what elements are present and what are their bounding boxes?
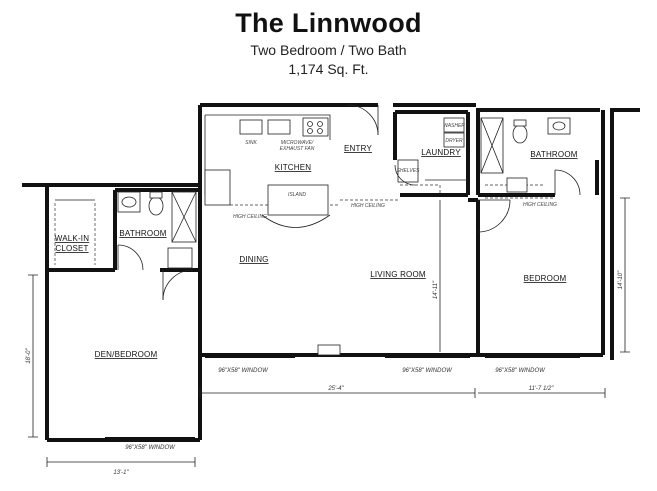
kitchen-fixtures	[204, 117, 331, 228]
label-island: ISLAND	[288, 192, 306, 198]
interior-walls	[47, 110, 599, 355]
label-high-ceiling-bath: HIGH CEILING	[523, 202, 557, 208]
toilet-fixture	[512, 124, 528, 144]
washer-fixture	[443, 117, 465, 133]
label-window-bedroom: 96"X58" WINDOW	[495, 368, 546, 374]
label-window-living: 96"X58" WINDOW	[402, 368, 453, 374]
dim-den-width: 13'-1"	[113, 470, 129, 476]
label-shelves: SHELVES	[397, 168, 420, 174]
plan-title: The Linnwood	[235, 8, 422, 38]
label-sink: SINK	[245, 140, 257, 146]
room-label-bedroom: BEDROOM	[524, 274, 567, 283]
label-microwave-2: EXHAUST FAN	[280, 146, 315, 152]
den-door-swing	[162, 269, 194, 301]
dryer-fixture	[443, 132, 465, 148]
bath-door-swing	[554, 169, 581, 196]
room-label-laundry: LAUNDRY	[421, 148, 461, 157]
room-label-dining: DINING	[239, 255, 268, 264]
entry-door-swing	[347, 104, 379, 136]
laundry-fixtures	[397, 117, 465, 183]
toilet-fixture-left	[148, 196, 164, 216]
label-dryer: DRYER	[445, 138, 463, 144]
kitchen-island	[267, 184, 329, 216]
label-microwave-1: MICROWAVE/	[281, 140, 314, 146]
room-label-closet-1: WALK-IN	[55, 234, 89, 243]
range-fixture	[302, 117, 329, 137]
sink-fixture	[239, 119, 263, 135]
refrigerator-fixture	[204, 169, 231, 206]
label-high-ceiling-living: HIGH CEILING	[351, 203, 385, 209]
dim-bedroom-width: 11'-7 1/2"	[529, 386, 555, 392]
dim-main-width: 25'-4"	[327, 386, 344, 392]
room-label-bathroom-left: BATHROOM	[119, 229, 166, 238]
exterior-walls	[22, 103, 640, 442]
left-bath-fixtures	[117, 191, 197, 269]
dim-bedroom-depth: 14'-10"	[618, 270, 624, 289]
room-label-bathroom-main: BATHROOM	[530, 150, 577, 159]
room-label-kitchen: KITCHEN	[275, 163, 312, 172]
label-washer: WASHER	[443, 123, 465, 129]
plan-area: 1,174 Sq. Ft.	[288, 61, 369, 77]
sink-vanity-fixture	[547, 117, 571, 135]
bedroom-door-swing	[477, 199, 511, 233]
dim-living-depth: 14'-11"	[433, 280, 439, 299]
room-label-closet-2: CLOSET	[55, 244, 88, 253]
label-window-den: 96"X58" WINDOW	[125, 445, 176, 451]
windows	[105, 344, 580, 439]
label-window-dining: 96"X58" WINDOW	[218, 368, 269, 374]
doors	[117, 104, 581, 301]
room-label-entry: ENTRY	[344, 144, 372, 153]
main-bath-fixtures	[480, 117, 571, 193]
label-high-ceiling-kitchen: HIGH CEILING	[233, 214, 267, 220]
room-label-den-bedroom: DEN/BEDROOM	[95, 350, 158, 359]
dim-den-depth: 18'-0"	[26, 347, 32, 363]
plan-subtitle: Two Bedroom / Two Bath	[250, 42, 407, 58]
room-label-living-room: LIVING ROOM	[370, 270, 426, 279]
dimension-lines	[28, 197, 630, 467]
